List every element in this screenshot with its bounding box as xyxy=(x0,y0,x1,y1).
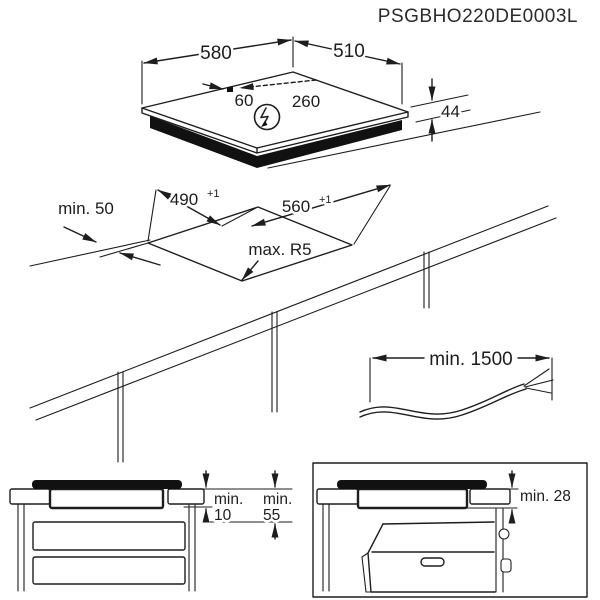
dim-min28: min. 28 xyxy=(466,470,573,524)
built-in-oven xyxy=(361,507,512,593)
worktop-section-right xyxy=(469,488,511,505)
oven-installation-figure: min. 28 xyxy=(312,462,588,598)
cable-wire-ends xyxy=(523,368,554,394)
dim-490-tolerance: +1 xyxy=(207,188,220,200)
dim-min10-min55: min. 10 min. 55 xyxy=(183,470,295,540)
cabinet-side-panel xyxy=(322,503,330,592)
drawer-upper xyxy=(32,521,186,551)
cabinet-support-panels xyxy=(117,251,430,463)
hob-glass-section xyxy=(32,480,182,489)
dim-510: 510 xyxy=(294,39,403,105)
part-number: PSGBHO220DE0003L xyxy=(378,6,578,27)
dim-min10-value: 10 xyxy=(214,507,232,524)
max-r5-label: max. R5 xyxy=(248,240,311,259)
cabinet-side-panels xyxy=(17,503,196,592)
mains-cable-figure: min. 1500 xyxy=(359,347,554,420)
hob-body-section xyxy=(48,487,165,510)
dim-560-tolerance: +1 xyxy=(319,194,332,206)
dim-min55-value: 55 xyxy=(263,507,280,524)
dim-60-label: 60 xyxy=(235,91,254,110)
figure-frame xyxy=(312,462,588,598)
dim-connection-offsets: 60 260 xyxy=(202,79,323,114)
dim-44: 44 xyxy=(428,78,462,142)
hob-body xyxy=(150,116,402,168)
dim-490-label: 490 xyxy=(170,190,198,209)
drawer-installation-figure: min. 10 min. 55 xyxy=(9,470,295,592)
oven-hinge xyxy=(498,528,510,540)
dim-44-label: 44 xyxy=(441,102,460,121)
oven-knob xyxy=(500,558,512,573)
dim-min10-word: min. xyxy=(214,491,243,508)
worktop-cutout-view: min. 50 490 +1 560 +1 max. R5 xyxy=(29,184,557,463)
dim-580: 580 xyxy=(141,36,294,105)
mains-cable xyxy=(359,383,525,415)
dim-max-r5: max. R5 xyxy=(241,238,314,281)
dim-260-label: 260 xyxy=(292,92,320,111)
drawer-lower xyxy=(32,556,186,585)
dim-560-label: 560 xyxy=(282,197,310,216)
power-connection-icon xyxy=(253,103,281,131)
oven-handle xyxy=(420,557,445,567)
dim-580-label: 580 xyxy=(200,43,232,64)
dim-min50-label: min. 50 xyxy=(58,199,114,218)
dim-490: 490 +1 xyxy=(147,186,257,242)
dim-min28-label: min. 28 xyxy=(520,488,571,505)
dim-min50: min. 50 xyxy=(29,197,161,267)
worktop-section-left xyxy=(316,488,359,505)
dim-min55-word: min. xyxy=(263,491,292,508)
hob-body-section xyxy=(356,487,469,510)
hob-glass-section xyxy=(337,480,487,489)
dim-560: 560 +1 xyxy=(251,184,391,245)
hob-glass-rim xyxy=(141,107,409,154)
dim-min1500-label: min. 1500 xyxy=(429,349,512,370)
hob-isometric-view: 580 510 44 60 260 xyxy=(141,36,541,169)
projection-line xyxy=(267,111,541,169)
worktop-section-right xyxy=(167,488,205,505)
dim-510-label: 510 xyxy=(333,41,365,62)
connection-point xyxy=(227,87,233,92)
worktop-section-left xyxy=(9,488,51,505)
worktop-front-edge-top xyxy=(29,205,549,409)
worktop-cutout-hole xyxy=(147,206,353,282)
